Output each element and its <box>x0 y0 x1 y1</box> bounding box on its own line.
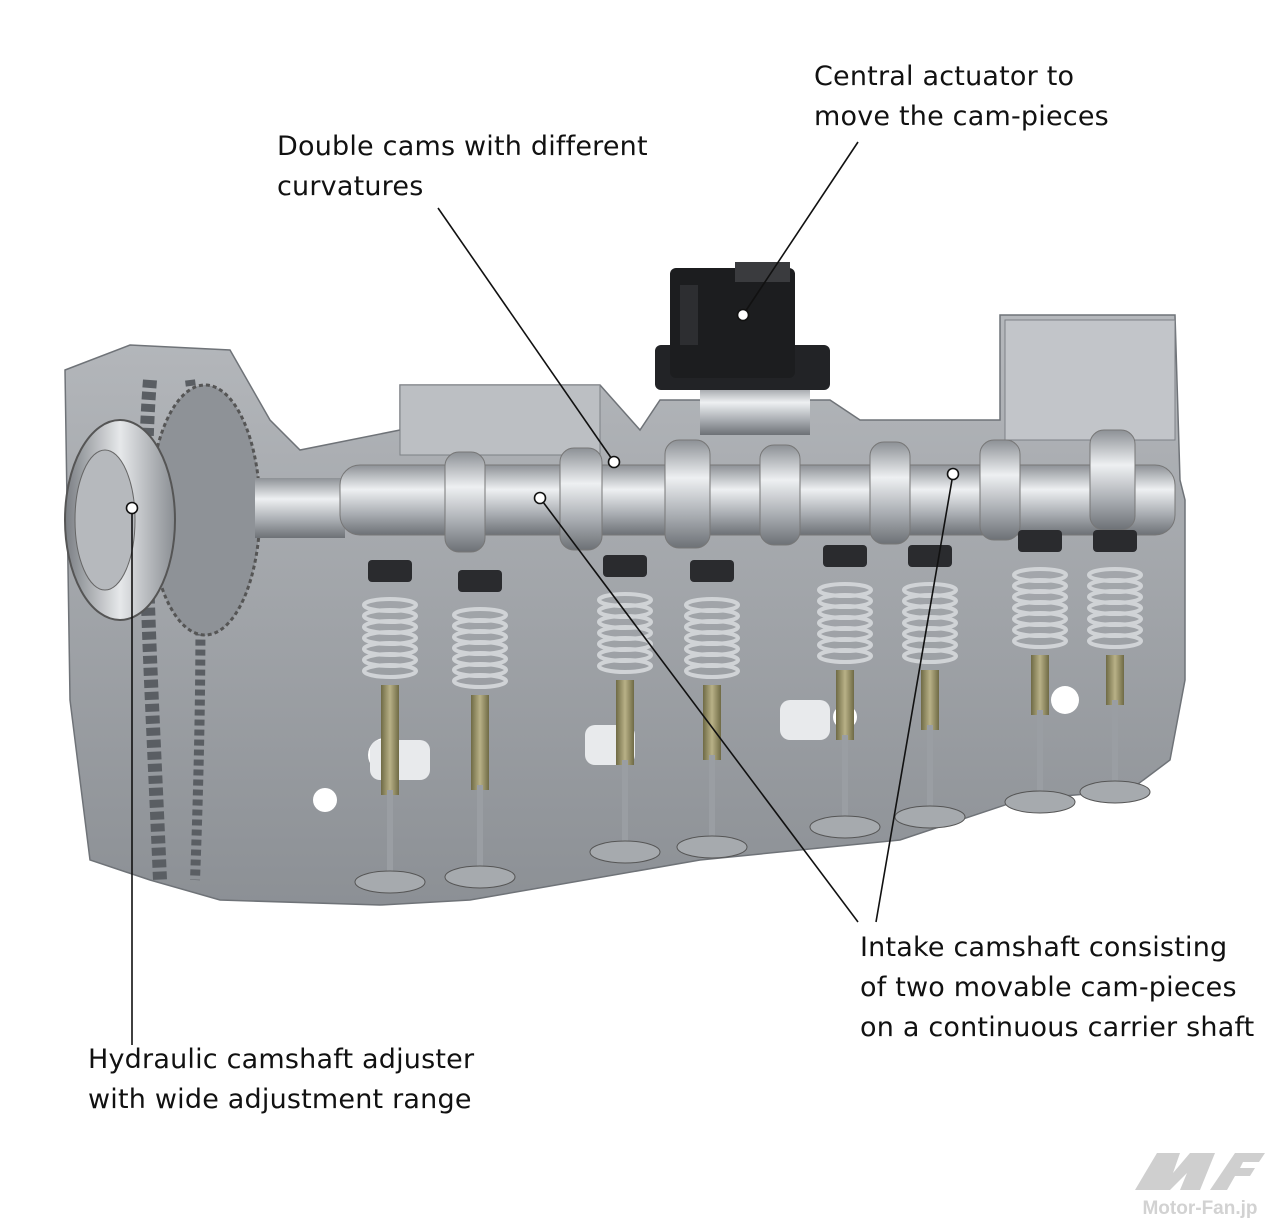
rocker-arm <box>1018 530 1062 552</box>
valve-spring <box>902 648 958 664</box>
valve-stem <box>921 670 939 730</box>
label-line: with wide adjustment range <box>88 1084 472 1115</box>
valve-stem <box>836 670 854 740</box>
valve-stem <box>1106 655 1124 705</box>
callout-line-actuator <box>742 141 859 316</box>
valve-stem <box>381 685 399 795</box>
callout-dot <box>533 491 547 505</box>
rocker-arm <box>1093 530 1137 552</box>
valve-spring <box>817 648 873 664</box>
label-line: Hydraulic camshaft adjuster <box>88 1044 475 1075</box>
callout-line-intake-1 <box>539 497 859 923</box>
valve-shaft <box>1112 700 1118 790</box>
rocker-arm <box>458 570 502 592</box>
valve-head <box>589 840 661 864</box>
intake-camshaft <box>255 429 1176 553</box>
valve-spring <box>1012 633 1068 649</box>
central-actuator <box>655 262 830 435</box>
label-line: move the cam-pieces <box>814 101 1109 132</box>
rocker-arm <box>690 560 734 582</box>
valve-head <box>1004 790 1076 814</box>
valve-head <box>809 815 881 839</box>
label-line: curvatures <box>277 171 424 202</box>
callout-dot <box>125 501 139 515</box>
watermark-logo: Motor-Fan.jp <box>1135 1148 1265 1220</box>
label-line: Intake camshaft consisting <box>860 932 1228 963</box>
label-line: on a continuous carrier shaft <box>860 1012 1255 1043</box>
label-line: of two movable cam-pieces <box>860 972 1237 1003</box>
valve-shaft <box>1037 710 1043 800</box>
valve-spring <box>597 658 653 674</box>
rocker-arm <box>908 545 952 567</box>
label-intake-camshaft: Intake camshaft consisting of two movabl… <box>860 928 1254 1048</box>
valve-stem <box>1031 655 1049 715</box>
valve-spring <box>1087 633 1143 649</box>
valve-stem <box>471 695 489 790</box>
valve-head <box>894 805 966 829</box>
callout-dot <box>736 308 750 322</box>
valve-head <box>676 835 748 859</box>
rocker-arm <box>368 560 412 582</box>
rocker-arm <box>823 545 867 567</box>
valve-head <box>1079 780 1151 804</box>
label-double-cams: Double cams with different curvatures <box>277 127 648 207</box>
callout-line-double-cams <box>437 207 615 463</box>
valve-shaft <box>842 735 848 825</box>
valve-stem <box>703 685 721 760</box>
valve-shaft <box>927 725 933 815</box>
label-line: Double cams with different <box>277 131 648 162</box>
valve-shaft <box>477 785 483 875</box>
watermark-text: Motor-Fan.jp <box>1142 1198 1258 1219</box>
valve-shaft <box>709 755 715 845</box>
valve-shaft <box>622 760 628 850</box>
callout-dot <box>607 455 621 469</box>
valve-spring <box>452 673 508 689</box>
valve-stem <box>616 680 634 765</box>
label-hydraulic-adjuster: Hydraulic camshaft adjuster with wide ad… <box>88 1040 474 1120</box>
callout-lines <box>125 141 960 1045</box>
valve-spring <box>684 663 740 679</box>
label-central-actuator: Central actuator to move the cam-pieces <box>814 57 1109 137</box>
valve-shaft <box>387 790 393 880</box>
valve-head <box>354 870 426 894</box>
valve-head <box>444 865 516 889</box>
valve-train <box>354 530 1151 894</box>
mf-logo-icon <box>1135 1153 1265 1190</box>
label-line: Central actuator to <box>814 61 1075 92</box>
rocker-arm <box>603 555 647 577</box>
valve-spring <box>362 663 418 679</box>
callout-dot <box>946 467 960 481</box>
callout-line-intake-2 <box>875 473 954 923</box>
